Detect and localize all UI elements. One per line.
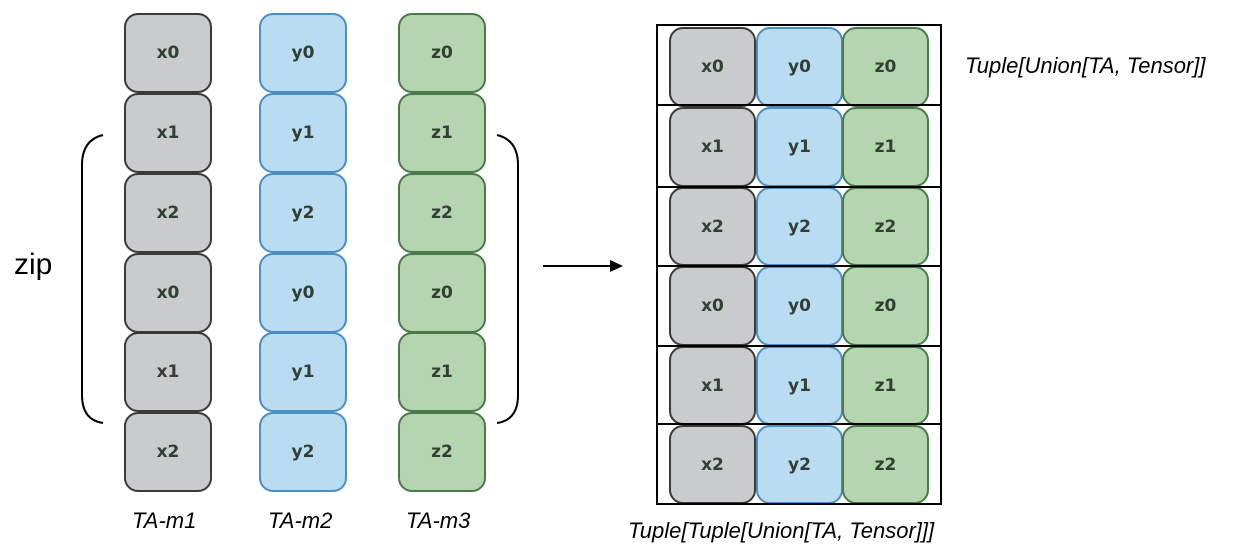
tuple-row-outline [656, 265, 942, 347]
result-cell-z: z2 [842, 425, 929, 504]
column-1-label: TA-m1 [132, 508, 197, 533]
column-3-cell: z2 [398, 412, 486, 492]
result-cell-x: x1 [669, 107, 756, 187]
column-3-cell: z0 [398, 13, 486, 93]
row-type-label: Tuple[Union[TA, Tensor]] [965, 53, 1206, 78]
column-3-label: TA-m3 [406, 508, 471, 533]
tuple-row-outline [656, 104, 942, 188]
column-2-cell: y1 [259, 332, 347, 412]
result-cell-x: x0 [669, 27, 756, 107]
result-cell-y: y0 [756, 266, 843, 346]
column-3-cell: z2 [398, 173, 486, 253]
result-cell-z: z0 [842, 27, 929, 107]
column-1-cell: x1 [124, 93, 212, 173]
column-1-cell: x2 [124, 412, 212, 492]
result-cell-z: z2 [842, 187, 929, 266]
left-bracket [81, 134, 104, 424]
column-2-cell: y2 [259, 173, 347, 253]
tuple-row-outline [656, 186, 942, 267]
tuple-row-outline [656, 24, 942, 106]
column-2-cell: y1 [259, 93, 347, 173]
column-3-cell: z1 [398, 332, 486, 412]
result-cell-z: z0 [842, 266, 929, 346]
outer-type-label: Tuple[Tuple[Union[TA, Tensor]]] [628, 518, 935, 543]
arrow-head [610, 260, 623, 272]
column-2-cell: y0 [259, 13, 347, 93]
column-3-cell: z0 [398, 253, 486, 333]
result-cell-x: x2 [669, 425, 756, 504]
right-bracket [496, 134, 519, 424]
result-cell-y: y0 [756, 27, 843, 107]
column-2-cell: y2 [259, 412, 347, 492]
column-1-cell: x0 [124, 253, 212, 333]
column-2-label: TA-m2 [268, 508, 333, 533]
result-cell-z: z1 [842, 346, 929, 425]
column-2-cell: y0 [259, 253, 347, 333]
column-3-cell: z1 [398, 93, 486, 173]
tuple-row-outline [656, 423, 942, 505]
result-cell-x: x2 [669, 187, 756, 266]
column-1-cell: x2 [124, 173, 212, 253]
column-1-cell: x1 [124, 332, 212, 412]
column-1-cell: x0 [124, 13, 212, 93]
zip-label: zip [14, 248, 53, 281]
tuple-row-outline [656, 345, 942, 425]
